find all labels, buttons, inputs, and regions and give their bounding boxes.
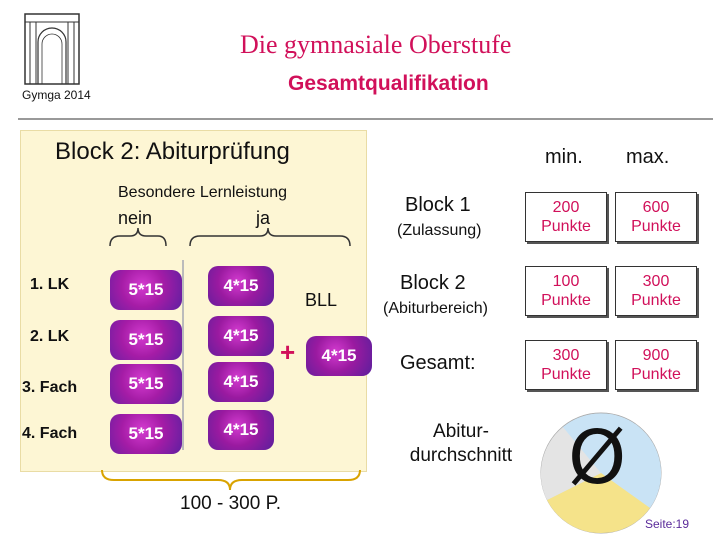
block1-max-box: 600 Punkte [615, 192, 697, 242]
row-label-3: 3. Fach [22, 379, 78, 396]
average-symbol: Ø [568, 415, 627, 501]
plus-sign: + [280, 337, 296, 367]
bottom-brace [101, 469, 361, 491]
page-number: Seite:19 [645, 517, 690, 531]
max-header: max. [626, 146, 670, 168]
row-label-2: 2. LK [30, 328, 70, 345]
max-unit: Punkte [631, 366, 681, 383]
points-ball-nein: 5*15 [110, 364, 182, 404]
page-subtitle: Gesamtqualifikation [288, 72, 489, 95]
arch-icon [24, 13, 80, 85]
abitur-line2: durchschnitt [409, 445, 513, 466]
column-separator [182, 260, 184, 450]
pie-slice-grey [540, 427, 601, 500]
gesamt-label: Gesamt: [400, 352, 476, 374]
min-value: 200 [552, 199, 580, 216]
nein-brace [109, 227, 167, 247]
min-unit: Punkte [541, 292, 591, 309]
school-logo [22, 8, 82, 86]
row-label-4: 4. Fach [22, 425, 78, 442]
max-unit: Punkte [631, 292, 681, 309]
max-value: 900 [642, 347, 670, 364]
min-value: 100 [552, 273, 580, 290]
braces [109, 227, 351, 247]
block2-heading: Block 2: Abiturprüfung [55, 138, 290, 165]
ja-brace [189, 227, 351, 247]
bll-label: BLL [305, 290, 338, 310]
page-title: Die gymnasiale Oberstufe [240, 30, 512, 59]
min-unit: Punkte [541, 366, 591, 383]
max-value: 300 [642, 273, 670, 290]
points-ball-nein: 5*15 [110, 414, 182, 454]
gesamt-min-box: 300 Punkte [525, 340, 607, 390]
points-ball-ja: 4*15 [208, 362, 274, 402]
header-divider [18, 118, 713, 120]
gesamt-max-box: 900 Punkte [615, 340, 697, 390]
block1-label: Block 1 [405, 194, 471, 216]
average-pie-icon [540, 412, 662, 534]
points-ball-ja: 4*15 [208, 316, 274, 356]
besondere-label: Besondere Lernleistung [118, 184, 288, 201]
ja-label: ja [256, 208, 271, 228]
points-ball-ja: 4*15 [208, 266, 274, 306]
points-ball-nein: 5*15 [110, 320, 182, 360]
block2-min-box: 100 Punkte [525, 266, 607, 316]
abitur-line1: Abitur- [433, 421, 489, 442]
pie-slice-blue [563, 413, 638, 473]
bll-points-ball: 4*15 [306, 336, 372, 376]
min-unit: Punkte [541, 218, 591, 235]
block1-sub: (Zulassung) [397, 222, 482, 239]
min-header: min. [545, 146, 583, 168]
pie-slice-blue-2 [601, 426, 662, 508]
min-value: 300 [552, 347, 580, 364]
points-ball-ja: 4*15 [208, 410, 274, 450]
points-ball-nein: 5*15 [110, 270, 182, 310]
points-range: 100 - 300 P. [180, 493, 282, 514]
max-unit: Punkte [631, 218, 681, 235]
nein-label: nein [118, 208, 153, 228]
block2-panel [20, 130, 367, 472]
logo-caption: Gymga 2014 [22, 88, 91, 102]
block2-max-box: 300 Punkte [615, 266, 697, 316]
abiturdurchschnitt-label: Abitur- durchschnitt [386, 420, 536, 468]
block2-sub: (Abiturbereich) [383, 300, 488, 317]
block1-min-box: 200 Punkte [525, 192, 607, 242]
pie-slice-yellow [547, 473, 601, 534]
row-label-1: 1. LK [30, 276, 70, 293]
pie-slice-yellow-2 [601, 473, 650, 534]
block2-label: Block 2 [400, 272, 466, 294]
max-value: 600 [642, 199, 670, 216]
